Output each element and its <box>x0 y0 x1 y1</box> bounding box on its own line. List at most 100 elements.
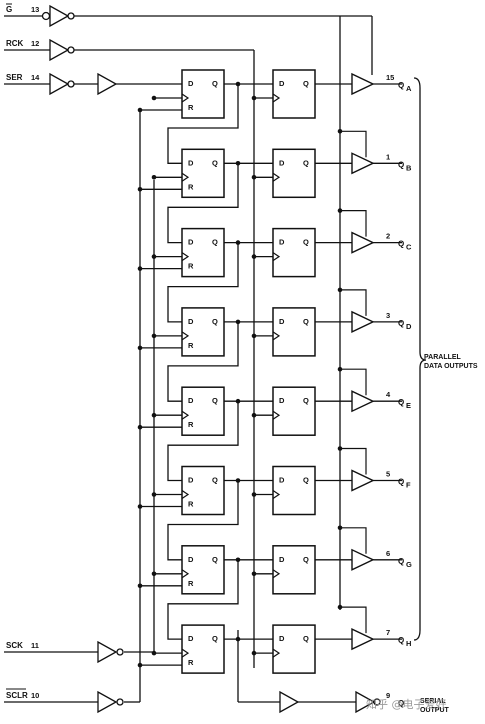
shift-ff-3-r-label: R <box>188 262 194 271</box>
shift-ff-2-r-label: R <box>188 182 194 191</box>
enable-wire-8 <box>340 606 367 634</box>
output-buffer-5 <box>351 390 375 413</box>
g-junction-3 <box>337 208 343 213</box>
shift-ff-1-q-label: Q <box>212 79 218 88</box>
output-sub-5: E <box>406 401 411 410</box>
output-sub-8: H <box>406 639 411 648</box>
g-junction-8 <box>337 604 343 610</box>
storage-ff-7 <box>272 545 316 595</box>
sck-buffer <box>97 640 118 664</box>
storage-ff-1-q-label: Q <box>303 79 309 88</box>
output-buffer-4 <box>351 310 375 334</box>
storage-ff-7-clock-mark <box>272 569 281 579</box>
output-pin-6: 5 <box>386 470 390 479</box>
sclr-junction-7 <box>137 583 143 589</box>
input-label-g: G <box>6 5 12 14</box>
shift-ff-4-clock-mark <box>181 331 190 341</box>
sck-junction-4 <box>151 333 157 339</box>
storage-ff-5-q-label: Q <box>303 396 309 405</box>
storage-ff-2-clock-mark <box>272 172 281 182</box>
enable-wire-3 <box>340 210 367 237</box>
input-label-ser: SER <box>6 73 23 82</box>
shift-ff-6-d-label: D <box>188 476 194 485</box>
shift-ff-8-clock-mark <box>181 648 190 658</box>
shift-q-junction-8 <box>235 636 241 642</box>
storage-ff-3 <box>272 227 316 278</box>
shift-ff-1-d-label: D <box>188 79 194 88</box>
shift-ff-6-q-label: Q <box>212 476 218 485</box>
g-junction-7 <box>337 525 343 531</box>
shift-ff-4-d-label: D <box>188 317 194 326</box>
rck-junction-1 <box>251 95 257 101</box>
g-junction-5 <box>337 366 343 372</box>
shift-ff-1 <box>181 69 225 119</box>
output-pin-5: 4 <box>386 390 391 399</box>
bracket-label: PARALLEL DATA OUTPUTS <box>424 354 478 370</box>
storage-ff-2-d-label: D <box>279 158 285 167</box>
output-sub-4: D <box>406 322 412 331</box>
output-buffer-1 <box>351 72 375 96</box>
cascade-wire-3 <box>167 242 239 323</box>
g-junction-2 <box>337 129 343 134</box>
shift-ff-3-q-label: Q <box>212 238 218 247</box>
storage-ff-8-q-label: Q <box>303 634 309 643</box>
sclr-junction-8 <box>137 662 143 668</box>
storage-ff-1-d-label: D <box>279 79 285 88</box>
output-buffer-2 <box>351 152 375 175</box>
sck-junction-8 <box>151 650 157 656</box>
output-q-3: Q <box>398 240 404 249</box>
storage-ff-3-d-label: D <box>279 238 285 247</box>
shift-ff-4-r-label: R <box>188 341 194 350</box>
shift-ff-5-clock-mark <box>181 410 190 420</box>
shift-ff-8-q-label: Q <box>212 634 218 643</box>
storage-ff-4-clock-mark <box>272 331 281 341</box>
storage-ff-3-clock-mark <box>272 252 281 262</box>
cascade-wire-4 <box>167 321 239 402</box>
input-label-sck: SCK <box>6 641 23 650</box>
shift-ff-2-d-label: D <box>188 158 194 167</box>
shift-ff-2-clock-mark <box>181 172 190 182</box>
output-sub-3: C <box>406 243 412 252</box>
storage-ff-1-clock-mark <box>272 93 281 103</box>
serial-output-label-line2: OUTPUT <box>420 707 450 714</box>
shift-ff-6 <box>181 465 225 516</box>
shift-ff-1-clock-mark <box>181 93 190 103</box>
ser-second-buffer <box>97 72 118 96</box>
enable-wire-2 <box>340 130 367 158</box>
sck-junction-6 <box>151 492 157 497</box>
storage-ff-8-d-label: D <box>279 634 285 643</box>
sck-junction-7 <box>151 571 157 577</box>
rck-input-buffer <box>49 38 70 62</box>
serial-output-pin: 9 <box>386 691 390 700</box>
storage-ff-6 <box>272 465 316 516</box>
serial-output-labels: 9 Q SERIAL OUTPUT <box>386 691 450 714</box>
serial-out-buffer1 <box>279 690 300 714</box>
storage-ff-3-q-label: Q <box>303 238 309 247</box>
output-sub-6: F <box>406 481 411 490</box>
shift-ff-7-q-label: Q <box>212 555 218 564</box>
g-input-buffer <box>49 4 70 28</box>
storage-ff-6-q-label: Q <box>303 476 309 485</box>
sclr-junction-6 <box>137 504 143 509</box>
output-pin-4: 3 <box>386 311 390 320</box>
rck-junction-4 <box>251 333 257 339</box>
shift-ff-2-q-label: Q <box>212 158 218 167</box>
shift-ff-3-clock-mark <box>181 252 190 262</box>
output-pin-3: 2 <box>386 232 390 241</box>
output-buffer-7 <box>351 548 375 571</box>
storage-ff-6-d-label: D <box>279 476 285 485</box>
enable-wire-4 <box>340 289 367 316</box>
shift-ff-7-clock-mark <box>181 569 190 579</box>
cascade-wire-5 <box>167 401 239 482</box>
storage-ff-4 <box>272 307 316 357</box>
sck-junction-2 <box>151 175 157 180</box>
cascade-wire-6 <box>167 480 239 561</box>
storage-ff-7-d-label: D <box>279 555 285 564</box>
storage-ff-6-clock-mark <box>272 490 281 499</box>
shift-ff-5 <box>181 386 225 436</box>
serial-output-label-line1: SERIAL <box>420 698 446 705</box>
sck-junction-5 <box>151 412 157 418</box>
storage-ff-1 <box>272 69 316 119</box>
storage-ff-7-q-label: Q <box>303 555 309 564</box>
rck-junction-3 <box>251 254 257 259</box>
